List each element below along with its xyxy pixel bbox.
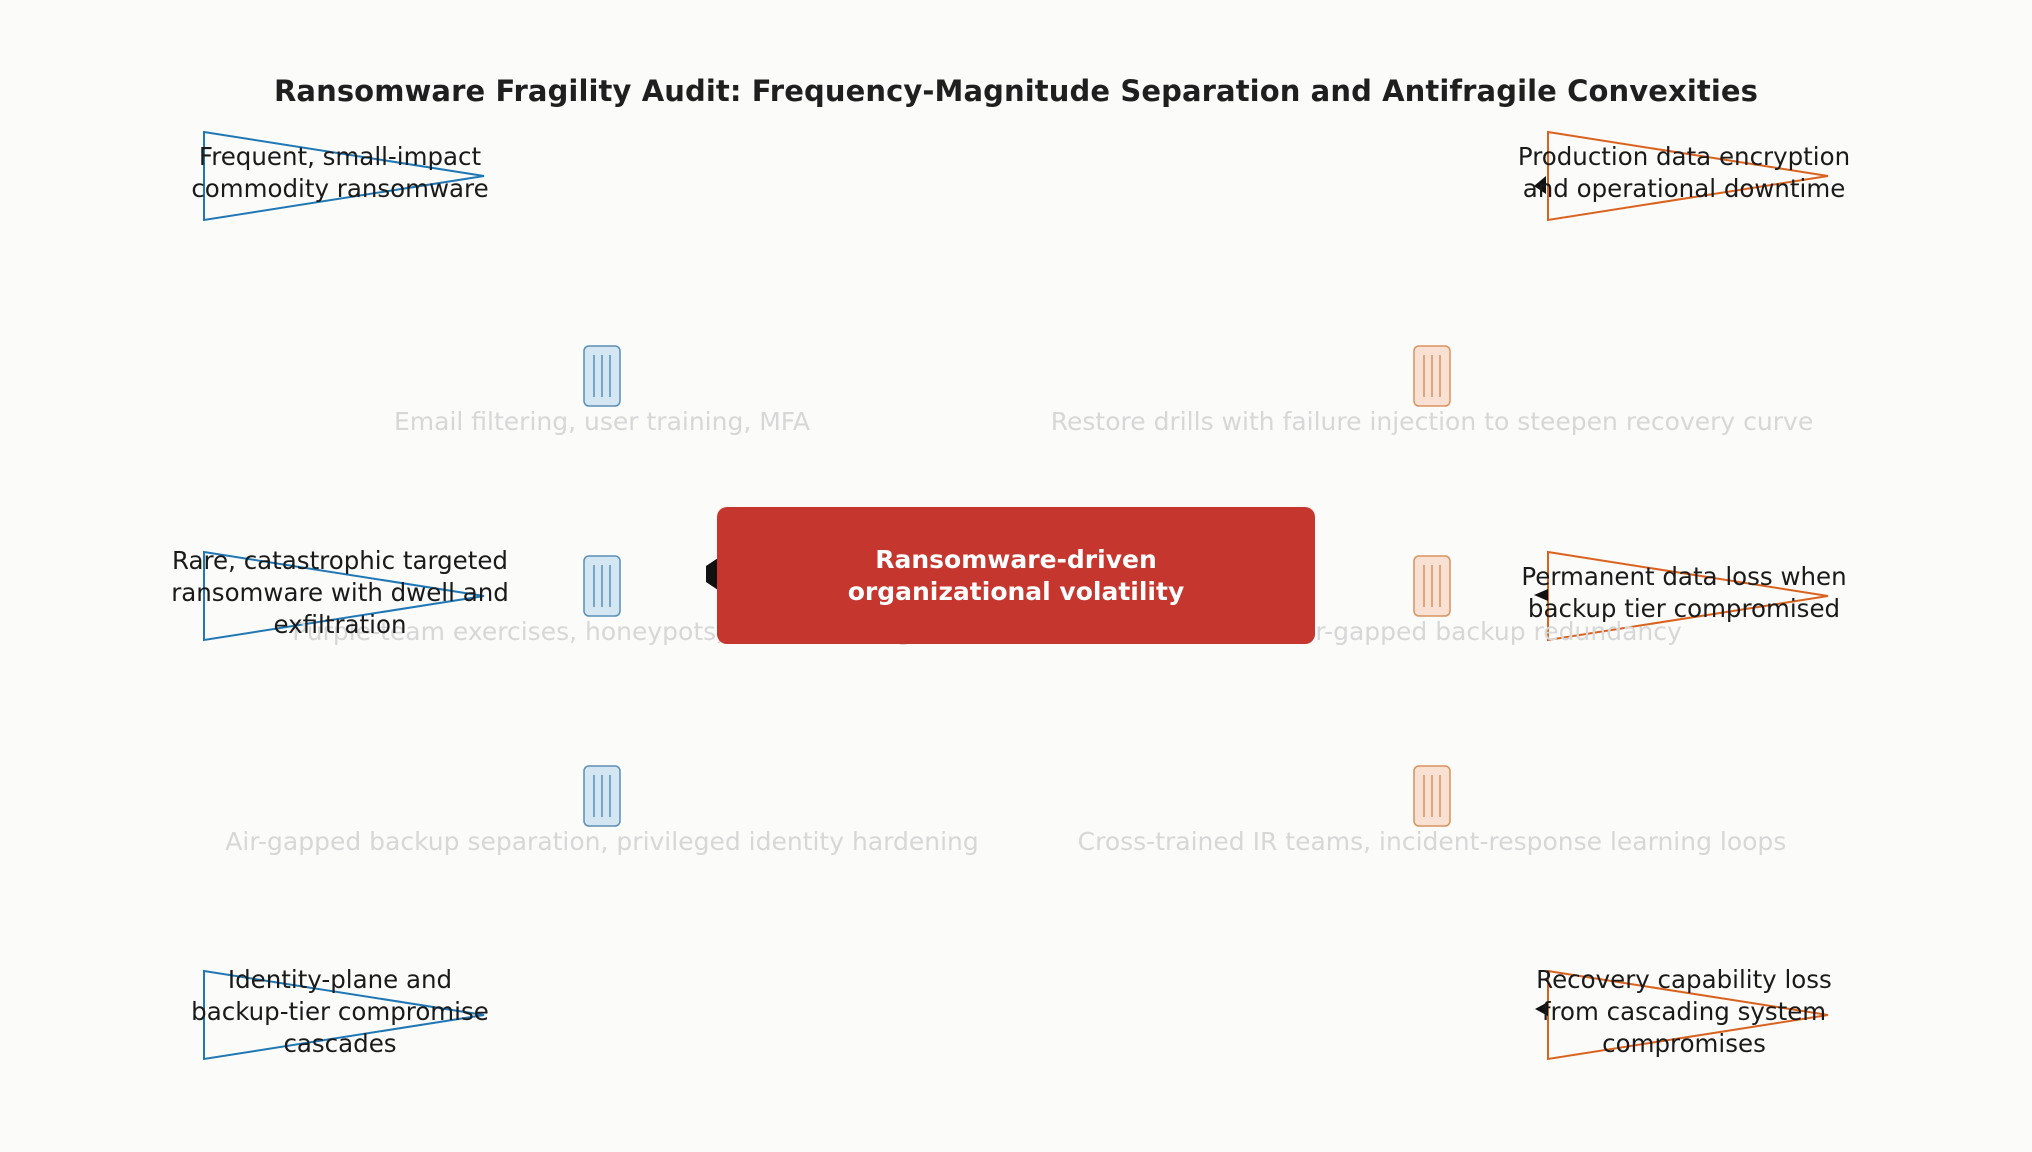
- impact-2-arrow-icon: [1534, 589, 1548, 601]
- left-barrier-2-icon: [583, 555, 621, 617]
- right-control-1: Restore drills with failure injection to…: [1050, 407, 1814, 436]
- right-barrier-3-icon: [1413, 765, 1451, 827]
- central-event-node: Ransomware-driven organizational volatil…: [717, 507, 1315, 644]
- impact-1-flag-icon: [1547, 130, 1829, 222]
- threat-1-flag-icon: [203, 130, 485, 222]
- impact-3-arrow-icon: [1535, 1002, 1548, 1016]
- threat-3-flag-icon: [203, 969, 485, 1061]
- impact-1-arrow-icon: [1534, 176, 1546, 194]
- left-control-1: Email filtering, user training, MFA: [394, 407, 810, 436]
- center-arrow-icon: [706, 558, 718, 590]
- left-control-3: Air-gapped backup separation, privileged…: [225, 827, 979, 856]
- right-control-3: Cross-trained IR teams, incident-respons…: [1077, 827, 1787, 856]
- right-barrier-1-icon: [1413, 345, 1451, 407]
- left-barrier-1-icon: [583, 345, 621, 407]
- central-event-line-1: Ransomware-driven: [875, 544, 1157, 574]
- threat-2-flag-icon: [203, 550, 485, 642]
- central-event-line-2: organizational volatility: [847, 576, 1185, 606]
- right-barrier-2-icon: [1413, 555, 1451, 617]
- diagram-title: Ransomware Fragility Audit: Frequency-Ma…: [273, 74, 1759, 108]
- left-barrier-3-icon: [583, 765, 621, 827]
